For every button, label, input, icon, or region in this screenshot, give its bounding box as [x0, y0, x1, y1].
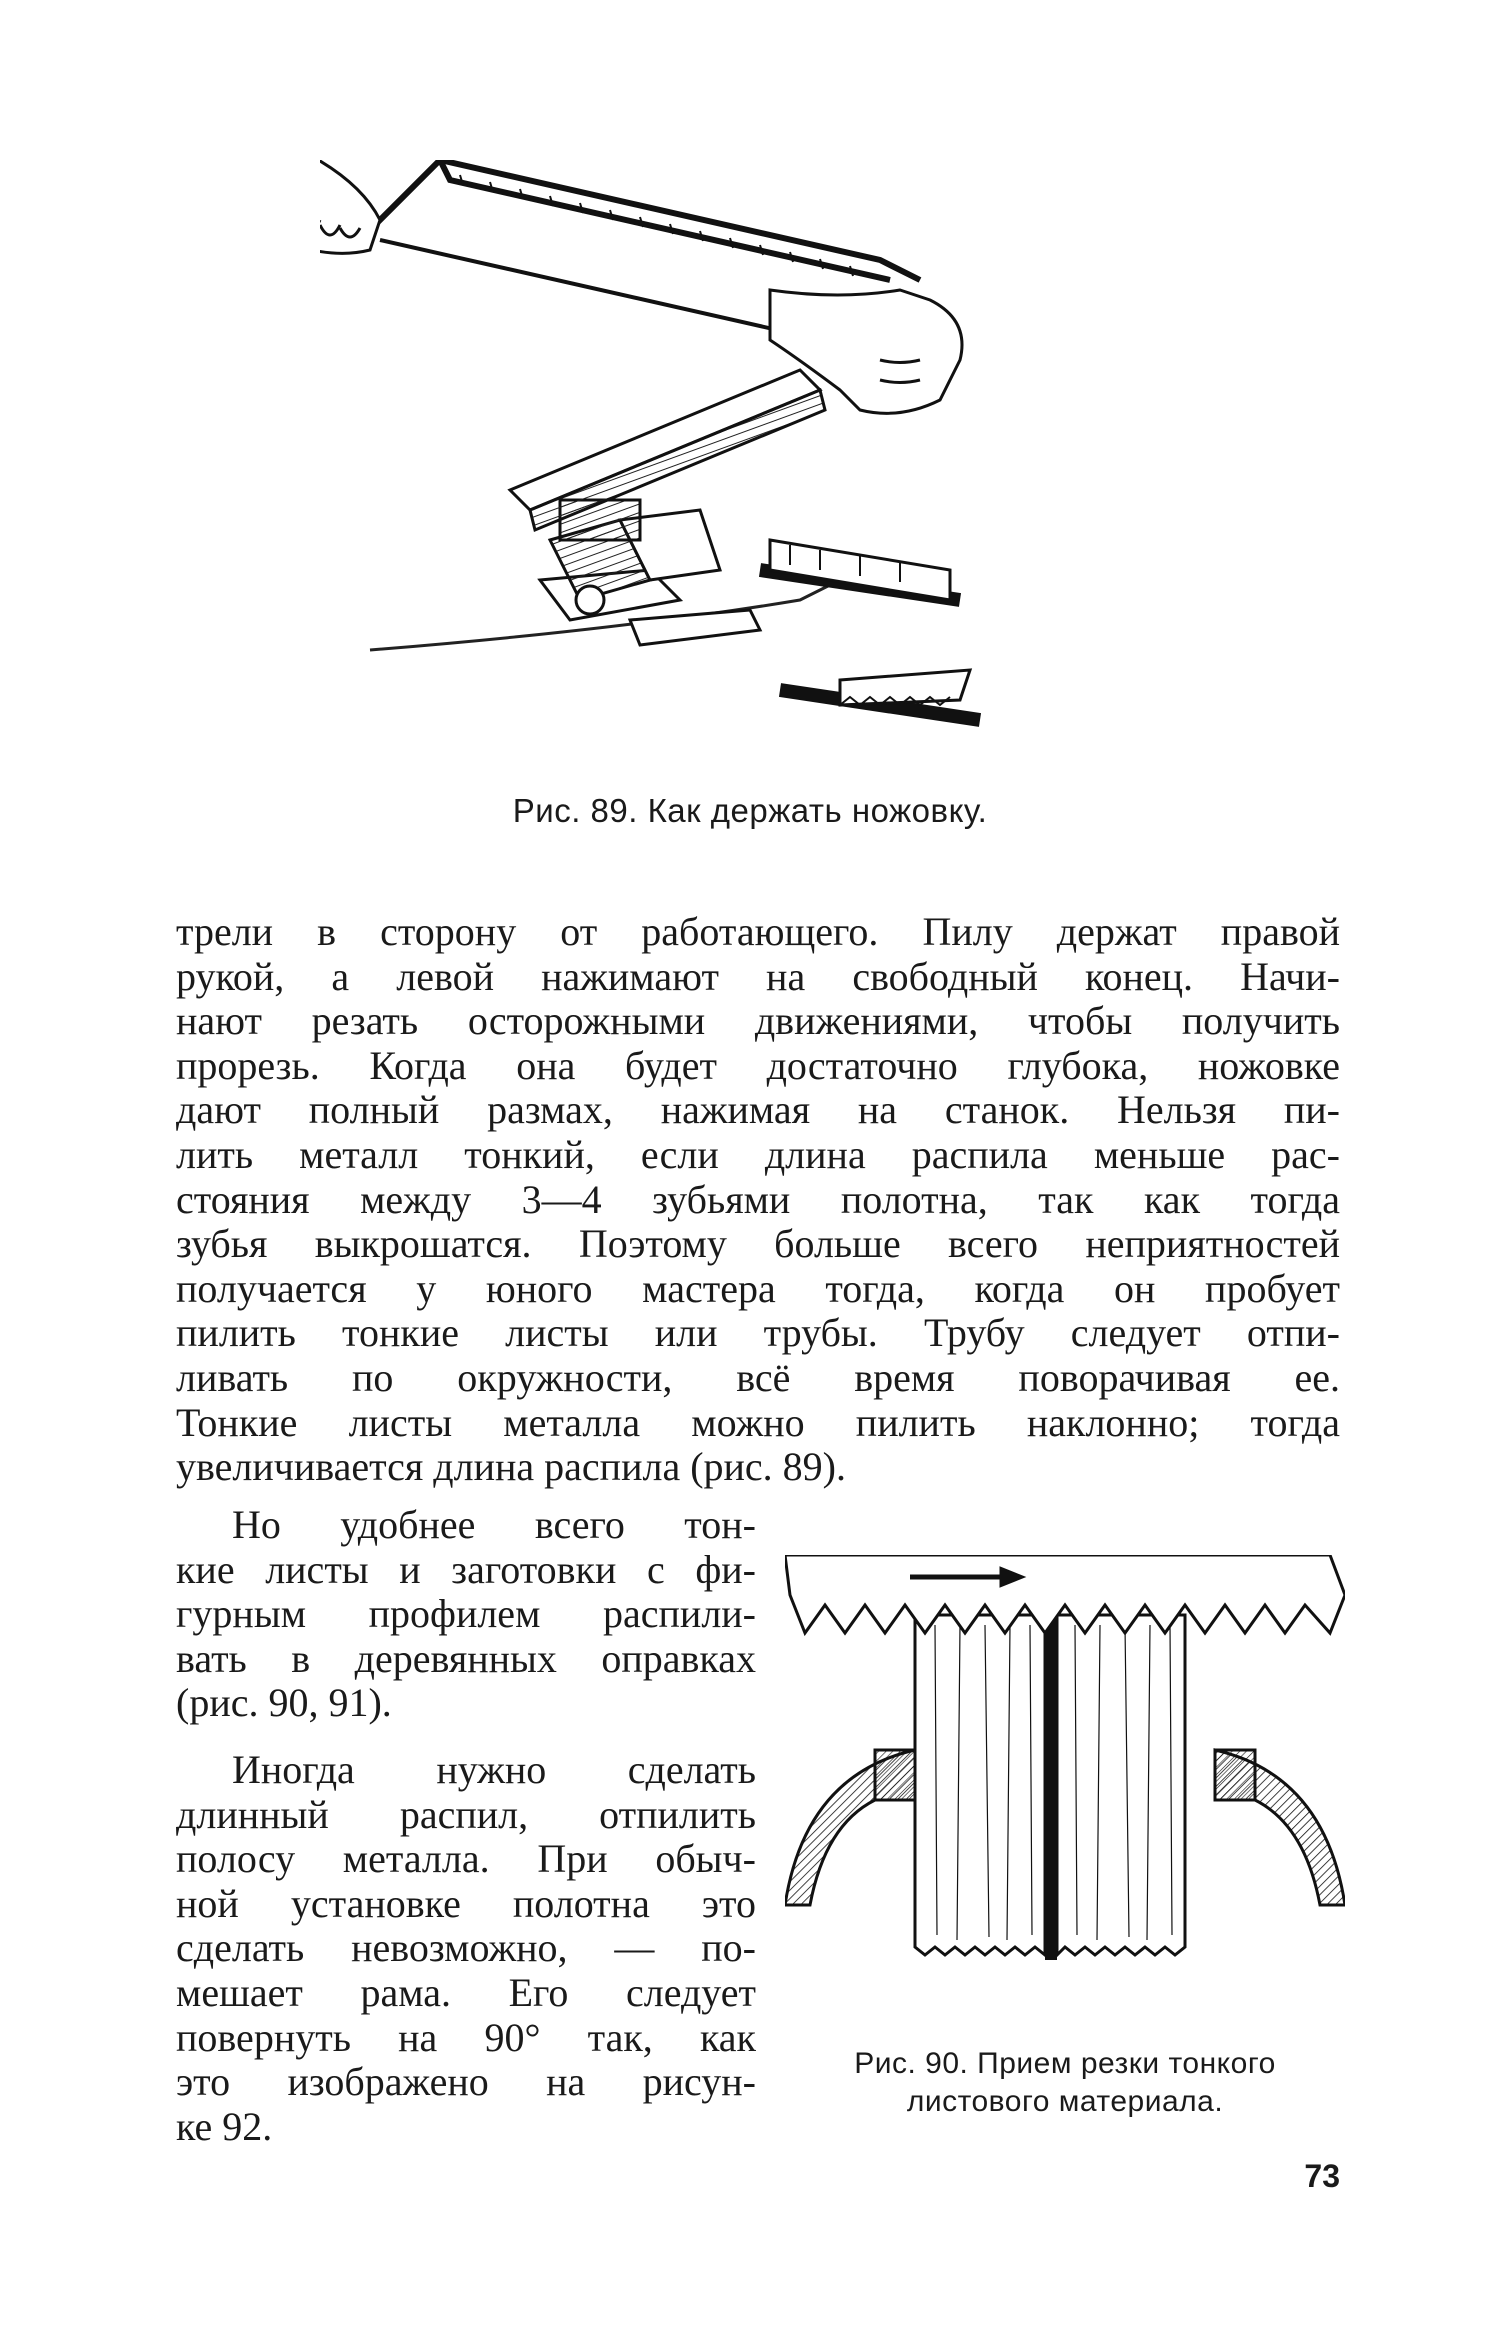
text-line: это изображено на рисун-: [176, 2059, 756, 2105]
figure-90-caption-line: Рис. 90. Прием резки тонкого: [854, 2047, 1276, 2080]
text-line: кие листы и заготовки с фи-: [176, 1546, 756, 1592]
text-line: пилить тонкие листы или трубы. Трубу сле…: [176, 1310, 1340, 1356]
figure-89-caption: Рис. 89. Как держать ножовку.: [512, 792, 988, 829]
text-line: лить металл тонкий, если длина распила м…: [176, 1131, 1340, 1177]
hacksaw-blade-teeth: [459, 174, 854, 277]
left-column-text: Но удобнее всего тон- кие листы и загото…: [176, 1502, 756, 2149]
text-line: увеличивается длина распила (рис. 89).: [176, 1444, 846, 1490]
wooden-block-right: [1055, 1613, 1187, 1959]
text-line: гурным профилем распили-: [176, 1591, 756, 1637]
text-line: повернуть на 90° так, как: [176, 2014, 756, 2060]
text-line: Иногда нужно сделать: [232, 1746, 756, 1792]
figure-90-thin-sheet-cutting: [785, 1555, 1345, 1960]
text-line: трели в сторону от работающего. Пилу дер…: [176, 909, 1340, 954]
detail-inclined-strip: [778, 668, 982, 727]
text-line: (рис. 90, 91).: [176, 1680, 392, 1726]
vise: [537, 498, 763, 647]
text-line: получается у юного мастера тогда, когда …: [176, 1265, 1340, 1311]
text-line: вать в деревянных оправках: [176, 1635, 756, 1681]
right-hand: [768, 288, 964, 415]
text-line: зубья выкрошатся. Поэтому больше всего н…: [176, 1221, 1340, 1267]
detail-thick-strip: [758, 538, 962, 607]
text-line: рукой, а левой нажимают на свободный кон…: [176, 953, 1340, 999]
main-paragraph: трели в сторону от работающего. Пилу дер…: [176, 909, 1340, 1490]
wooden-block-left: [913, 1613, 1047, 1959]
thin-sheet: [1045, 1610, 1057, 1960]
paragraph-wooden-mandrels: Но удобнее всего тон- кие листы и загото…: [176, 1502, 756, 1726]
text-line: дают полный размах, нажимая на станок. Н…: [176, 1087, 1340, 1133]
page-number: 73: [1304, 2158, 1340, 2194]
text-line: нают резать осторожными движениями, чтоб…: [176, 998, 1340, 1044]
text-line: длинный распил, отпилить: [176, 1791, 756, 1837]
left-hand: [320, 160, 382, 255]
text-line: Тонкие листы металла можно пилить наклон…: [176, 1399, 1340, 1445]
text-line: ливать по окружности, всё время поворачи…: [176, 1354, 1340, 1400]
text-line: сделать невозможно, — по-: [176, 1925, 756, 1971]
text-line: прорезь. Когда она будет достаточно глуб…: [176, 1042, 1340, 1088]
insert-right: [1213, 1748, 1257, 1802]
angle-workpiece: [507, 368, 827, 533]
text-line: полосу металла. При обыч-: [176, 1836, 756, 1882]
figure-90-caption-line: листового материала.: [906, 2085, 1224, 2118]
cutting-direction-arrow: [910, 1566, 1027, 1588]
paragraph-long-cut: Иногда нужно сделать длинный распил, отп…: [176, 1746, 756, 2149]
text-line: ке 92.: [176, 2103, 273, 2149]
text-line: ной установке полотна это: [176, 1880, 756, 1926]
figure-90-caption: Рис. 90. Прием резки тонкого листового м…: [785, 2045, 1345, 2121]
insert-left: [873, 1748, 917, 1802]
text-line: Но удобнее всего тон-: [232, 1502, 756, 1547]
text-line: мешает рама. Его следует: [176, 1969, 756, 2015]
figure-89-hacksaw-illustration: [320, 160, 982, 727]
text-line: стояния между 3—4 зубьями полотна, так к…: [176, 1176, 1340, 1222]
